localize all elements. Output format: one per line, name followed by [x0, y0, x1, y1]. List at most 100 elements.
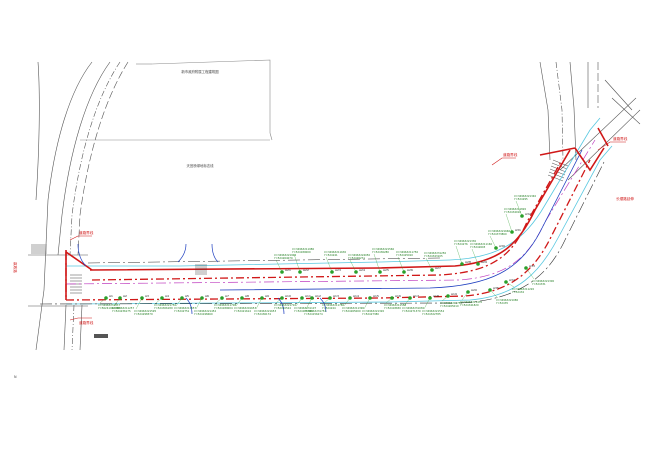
side-street-stubs	[77, 243, 327, 315]
survey-point-coordinate: Y=524295	[514, 197, 528, 201]
survey-point-leader	[195, 297, 203, 310]
survey-point-leader	[423, 297, 431, 310]
survey-point-id: A35	[493, 286, 499, 290]
survey-point-coordinate: X=34963231250	[424, 251, 446, 255]
survey-point-coordinate: X=34963211980	[292, 247, 314, 251]
midblock-crosswalk	[195, 264, 207, 275]
survey-point-coordinate: X=34963201653	[234, 306, 256, 310]
survey-point-leader	[455, 245, 463, 265]
survey-point-id: A18	[433, 294, 439, 298]
survey-point-id: A10	[285, 294, 291, 298]
survey-point-coordinate: X=34963211160	[470, 242, 492, 246]
survey-point-coordinate: Y=524373860	[488, 232, 507, 236]
survey-point-coordinate: Y=524236175	[112, 309, 131, 313]
survey-point-coordinate: Y=52421614	[234, 309, 251, 313]
survey-point-leader	[489, 235, 497, 249]
survey-point-leader	[155, 297, 163, 304]
survey-point-id: A8	[245, 294, 249, 298]
survey-point-coordinate: X=34963231754	[304, 309, 326, 313]
survey-point-leader	[441, 295, 449, 302]
survey-point-coordinate: Y=52434010	[504, 210, 521, 214]
survey-point-coordinate: X=34963211820	[504, 207, 526, 211]
survey-point-coordinate: X=34963211390	[342, 306, 364, 310]
survey-point-id: A22	[303, 268, 309, 272]
survey-point-coordinate: Y=524343105	[424, 254, 443, 258]
survey-point-coordinate: X=34963221710	[274, 303, 296, 307]
survey-point-id: A5	[185, 294, 189, 298]
red-callouts	[69, 141, 626, 321]
survey-point-coordinate: X=34963211780	[322, 303, 344, 307]
survey-point-coordinate: X=34963221750	[154, 303, 176, 307]
survey-point-coordinate: Y=524265010	[440, 304, 459, 308]
survey-point-leader	[275, 297, 283, 304]
survey-point-id: A1	[109, 294, 113, 298]
survey-point-coordinate: Y=52425010	[396, 253, 413, 257]
survey-point-id: A14	[353, 294, 359, 298]
survey-point-coordinate: Y=524198460	[194, 312, 213, 316]
survey-point-coordinate: Y=52427380	[362, 312, 379, 316]
survey-point-coordinate: X=34963231107	[294, 306, 316, 310]
red-boundaries	[65, 127, 609, 300]
survey-point-coordinate: X=34963221080	[496, 298, 518, 302]
survey-point-coordinate: X=34963211558	[384, 303, 406, 307]
survey-point-leader	[373, 253, 381, 273]
left-road-label: 赢政路	[13, 262, 18, 273]
survey-point-leader	[505, 281, 515, 288]
survey-point-coordinate: X=34963211708	[214, 303, 236, 307]
survey-point-leader	[175, 297, 183, 307]
survey-point-leader	[397, 256, 405, 273]
survey-point-id: A6	[205, 294, 209, 298]
sheet-marker: N	[14, 375, 17, 379]
survey-point-coordinate: X=34963211220	[512, 287, 534, 291]
survey-point-leader	[505, 213, 513, 233]
survey-point-leader	[363, 297, 371, 310]
survey-point-id: A7	[225, 294, 229, 298]
survey-point-coordinate: Y=52436280	[372, 250, 389, 254]
survey-point-coordinate: X=34963221300	[532, 279, 554, 283]
survey-point-coordinate: Y=524341820	[460, 303, 479, 307]
survey-point-id: A4	[165, 294, 169, 298]
survey-point-id: A32	[525, 212, 531, 216]
survey-point-leader	[293, 253, 301, 273]
survey-point-leader	[305, 297, 313, 310]
building-outlines	[80, 59, 273, 141]
survey-point-coordinate: X=34963221340	[514, 194, 536, 198]
survey-point-leader	[235, 297, 243, 307]
survey-point-id: A26	[407, 268, 413, 272]
curb-line-north	[66, 117, 601, 267]
survey-point-coordinate: X=34963224050	[348, 253, 370, 257]
survey-point-leader	[215, 297, 223, 304]
right-road-label: 长缨路延伸	[616, 196, 634, 201]
survey-point-coordinate: X=34963221560	[372, 247, 394, 251]
survey-point-coordinate: Y=52418650	[384, 306, 401, 310]
survey-point-coordinate: X=34963221554	[422, 309, 444, 313]
survey-point-coordinate: Y=52435	[496, 301, 508, 305]
survey-point-leader	[489, 289, 499, 299]
row-line-south	[65, 159, 591, 301]
survey-point-leader	[325, 256, 333, 273]
survey-point-leader	[323, 297, 331, 304]
survey-point-coordinate: Y=524322785	[422, 312, 441, 316]
survey-point-coordinate: X=34963231837	[98, 303, 120, 307]
survey-point-id: A12	[315, 294, 321, 298]
survey-point-id: A25	[383, 268, 389, 272]
survey-point-id: A21	[285, 268, 291, 272]
survey-point-id: A15	[373, 294, 379, 298]
red-tag-2: 道路界线	[79, 320, 94, 325]
red-tag-1: 道路界线	[79, 230, 94, 235]
survey-point-id: A31	[515, 228, 521, 232]
survey-point-id: A19	[451, 292, 457, 296]
red-tag-3: 道路界线	[503, 152, 518, 157]
survey-point-id: A20	[471, 288, 477, 292]
survey-point-coordinate: Y=52434	[512, 290, 524, 294]
red-tag-4: 道路界线	[613, 136, 628, 141]
survey-point-id: A13	[333, 294, 339, 298]
survey-point-leader	[461, 291, 469, 301]
survey-point-id: A33	[529, 264, 535, 268]
survey-point-id: A23	[335, 268, 341, 272]
survey-point-leader	[135, 297, 143, 310]
left-crosswalk	[31, 244, 82, 294]
survey-point-coordinate: X=34963221904	[274, 253, 296, 257]
survey-point-coordinate: Y=524306189	[154, 306, 173, 310]
